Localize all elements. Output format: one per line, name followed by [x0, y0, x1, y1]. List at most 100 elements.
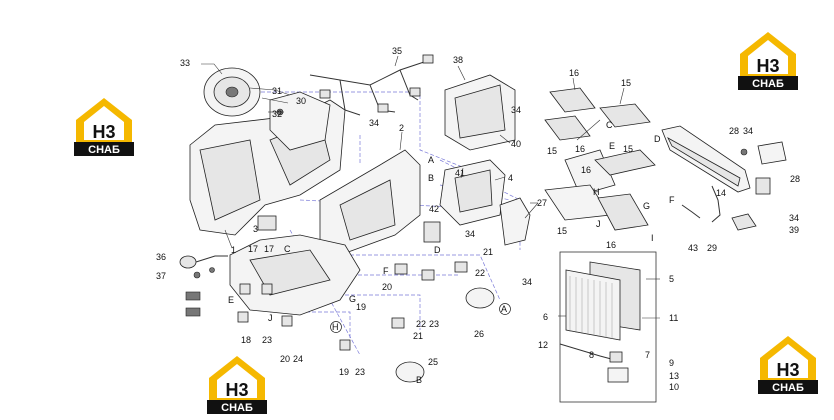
callout-circle-H: [330, 321, 342, 333]
callout-B: B: [428, 173, 434, 183]
callout-C: C: [284, 244, 291, 254]
callout-16: 16: [575, 144, 585, 154]
callout-14: 14: [716, 188, 726, 198]
callout-12: 12: [538, 340, 548, 350]
callout-20: 20: [382, 282, 392, 292]
callout-32: 32: [272, 109, 282, 119]
evaporator-case: [444, 65, 516, 151]
callout-38: 38: [453, 55, 463, 65]
callout-J: J: [268, 313, 273, 323]
blower-case-parts: [249, 87, 331, 151]
callout-19: 19: [339, 367, 349, 377]
watermark-logo: H3 CHAБ: [756, 334, 820, 398]
callout-16: 16: [606, 240, 616, 250]
watermark-logo: H3 CHAБ: [736, 30, 800, 94]
duct-and-sensors: [661, 125, 787, 231]
wire-harness: [309, 54, 434, 116]
callout-E: E: [609, 141, 615, 151]
watermark-logo: H3 CHAБ: [205, 354, 269, 418]
heat-exchanger: [558, 251, 660, 403]
actuators: [423, 197, 539, 246]
callout-I: I: [651, 233, 654, 243]
logo-subtext: CHAБ: [752, 78, 784, 90]
callout-19: 19: [356, 302, 366, 312]
blower-motor: [201, 63, 261, 117]
heater-housing: [439, 159, 506, 226]
callout-8: 8: [589, 350, 594, 360]
logo-mark: H3: [776, 360, 799, 380]
callout-B: B: [416, 375, 422, 385]
callout-33: 33: [180, 58, 190, 68]
callout-43: 43: [688, 243, 698, 253]
callout-18: 18: [241, 335, 251, 345]
callout-21: 21: [483, 247, 493, 257]
callout-27: 27: [537, 198, 547, 208]
callout-10: 10: [669, 382, 679, 392]
callout-3: 3: [253, 224, 258, 234]
callout-28: 28: [729, 126, 739, 136]
callout-23: 23: [262, 335, 272, 345]
callout-21: 21: [413, 331, 423, 341]
callout-16: 16: [569, 68, 579, 78]
callout-15: 15: [557, 226, 567, 236]
callout-F: F: [383, 266, 389, 276]
callout-23: 23: [429, 319, 439, 329]
callout-J: J: [596, 219, 601, 229]
logo-subtext: CHAБ: [221, 402, 253, 414]
callout-6: 6: [543, 312, 548, 322]
callout-A: A: [428, 155, 434, 165]
callout-F: F: [669, 195, 675, 205]
callout-37: 37: [156, 271, 166, 281]
filter-plates: [544, 77, 656, 231]
callout-4: 4: [508, 173, 513, 183]
callout-34: 34: [369, 118, 379, 128]
callout-24: 24: [293, 354, 303, 364]
callout-28: 28: [790, 174, 800, 184]
callout-H: H: [593, 187, 600, 197]
callout-34: 34: [465, 229, 475, 239]
callout-15: 15: [621, 78, 631, 88]
callout-20: 20: [280, 354, 290, 364]
callout-25: 25: [428, 357, 438, 367]
logo-mark: H3: [225, 380, 248, 400]
callout-30: 30: [296, 96, 306, 106]
callout-36: 36: [156, 252, 166, 262]
callout-16: 16: [581, 165, 591, 175]
callout-D: D: [654, 134, 661, 144]
callout-G: G: [349, 294, 356, 304]
callout-31: 31: [272, 86, 282, 96]
callout-29: 29: [707, 243, 717, 253]
callout-H: H: [332, 322, 339, 332]
callout-A-circle: A: [501, 304, 507, 314]
callout-22: 22: [475, 268, 485, 278]
callout-34: 34: [789, 213, 799, 223]
callout-17: 17: [264, 244, 274, 254]
callout-41: 41: [455, 168, 465, 178]
lower-mechanism: [179, 215, 495, 383]
callout-17: 17: [248, 244, 258, 254]
callout-34: 34: [511, 105, 521, 115]
callout-15: 15: [623, 144, 633, 154]
callout-34: 34: [743, 126, 753, 136]
logo-subtext: CHAБ: [772, 382, 804, 394]
callout-C: C: [606, 120, 613, 130]
watermark-logo: H3 CHAБ: [72, 96, 136, 160]
callout-39: 39: [789, 225, 799, 235]
callout-34: 34: [522, 277, 532, 287]
callout-labels: 33 31 30 32 35 38 34 40 2 34 41 A B 4 1 …: [156, 46, 800, 392]
callout-1: 1: [231, 245, 236, 255]
callout-5: 5: [669, 274, 674, 284]
logo-mark: H3: [756, 56, 779, 76]
callout-9: 9: [669, 358, 674, 368]
callout-circle-A: [499, 303, 511, 315]
logo-subtext: CHAБ: [88, 144, 120, 156]
callout-13: 13: [669, 371, 679, 381]
callout-40: 40: [511, 139, 521, 149]
callout-15: 15: [547, 146, 557, 156]
callout-E: E: [228, 295, 234, 305]
callout-7: 7: [645, 350, 650, 360]
callout-D: D: [434, 245, 441, 255]
callout-23: 23: [355, 367, 365, 377]
callout-11: 11: [669, 313, 678, 323]
